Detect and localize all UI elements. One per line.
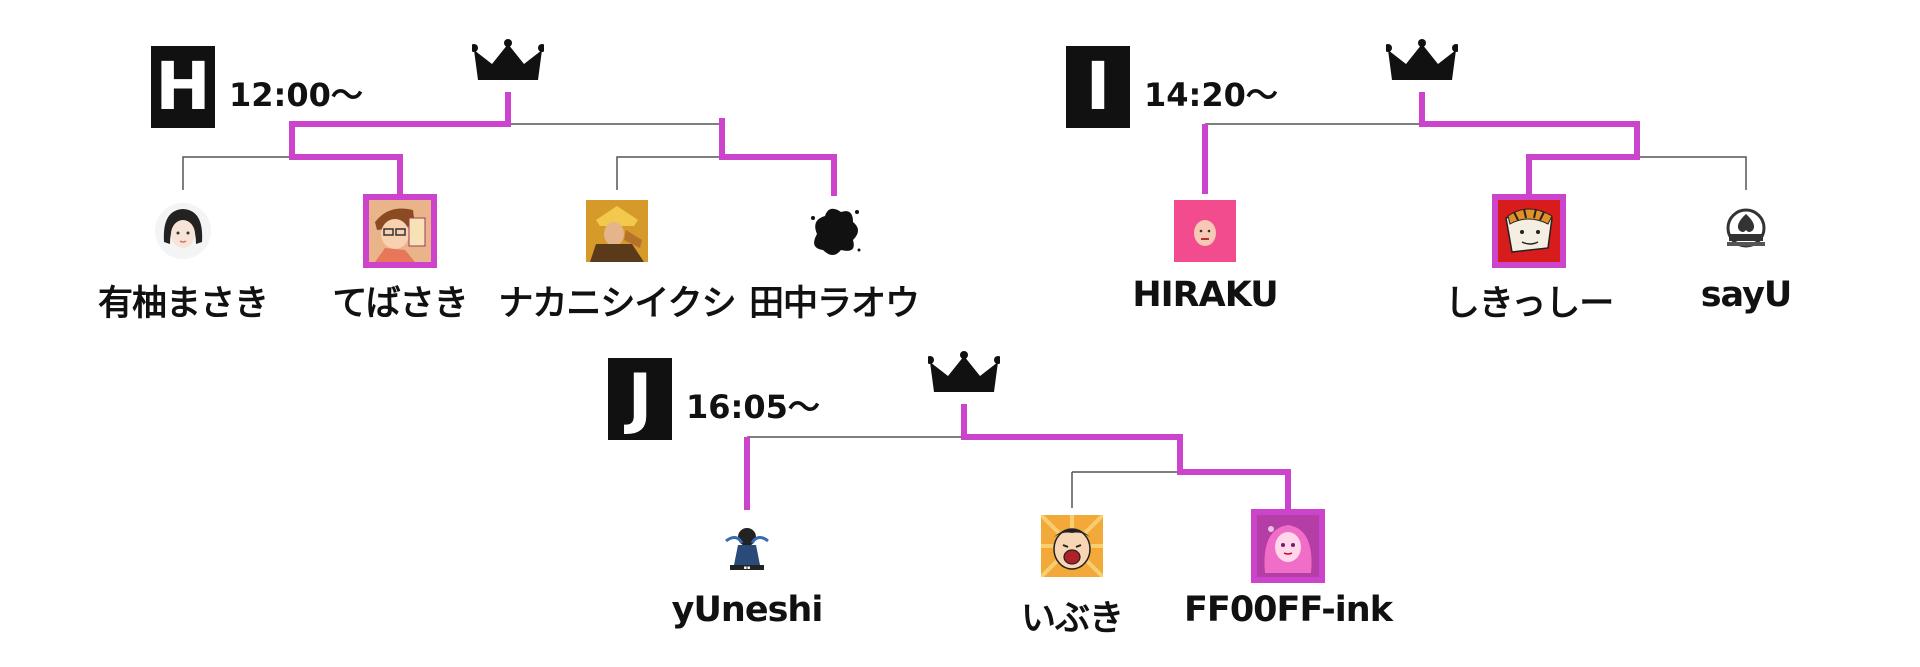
player-name: しきっしー bbox=[1444, 284, 1615, 324]
warrior-avatar-icon bbox=[586, 200, 648, 262]
spade-emblem-avatar-icon bbox=[1715, 200, 1777, 262]
player-avatar-winner[interactable] bbox=[1251, 509, 1325, 583]
start-time: 16:05〜 bbox=[686, 388, 820, 426]
shouting-boy-avatar-icon bbox=[1041, 515, 1103, 577]
player-name: ナカニシイクシ bbox=[498, 284, 736, 324]
player-name: てばさき bbox=[332, 284, 468, 324]
player-avatar[interactable] bbox=[586, 200, 648, 262]
player-avatar[interactable] bbox=[152, 200, 214, 262]
crown-icon bbox=[472, 39, 544, 80]
pink-face-avatar-icon bbox=[1174, 200, 1236, 262]
bracket-line bbox=[616, 156, 722, 190]
player-name: HIRAKU bbox=[1132, 275, 1278, 315]
player-avatar[interactable] bbox=[1041, 515, 1103, 577]
group-letter: I bbox=[1085, 48, 1111, 125]
girl-avatar-icon bbox=[155, 203, 211, 259]
bracket-line bbox=[182, 156, 292, 190]
player-avatar[interactable] bbox=[1174, 200, 1236, 262]
player-name: 田中ラオウ bbox=[748, 284, 920, 324]
ninja-avatar-icon: ▪▪ bbox=[716, 515, 778, 577]
crown-icon bbox=[1386, 39, 1458, 80]
player-name: 有柚まさき bbox=[97, 284, 269, 324]
crown-icon bbox=[928, 351, 1000, 392]
player-name: yUneshi bbox=[671, 590, 824, 630]
group-letter-box: I bbox=[1066, 46, 1130, 128]
player-avatar[interactable] bbox=[1715, 200, 1777, 262]
player-avatar-winner[interactable] bbox=[363, 194, 437, 268]
group-letter: H bbox=[155, 48, 211, 125]
group-letter: J bbox=[627, 360, 653, 437]
player-avatar-winner[interactable] bbox=[1492, 194, 1566, 268]
group-letter-box: H bbox=[151, 46, 215, 128]
start-time: 14:20〜 bbox=[1144, 76, 1278, 114]
winner-line bbox=[1419, 92, 1640, 196]
bracket-line bbox=[1637, 156, 1747, 190]
tiger-avatar-icon bbox=[1498, 200, 1560, 262]
group-letter-box: J bbox=[608, 358, 672, 440]
manga-character-avatar-icon bbox=[369, 200, 431, 262]
winner-line bbox=[961, 404, 1291, 512]
player-avatar[interactable] bbox=[803, 200, 865, 262]
player-name: いぶき bbox=[1020, 599, 1124, 639]
winner-line bbox=[719, 118, 837, 196]
player-name: FF00FF-ink bbox=[1184, 590, 1393, 630]
ink-splash-avatar-icon bbox=[803, 200, 865, 262]
svg-text:▪▪: ▪▪ bbox=[744, 565, 751, 571]
winner-line bbox=[289, 92, 511, 196]
player-avatar[interactable]: ▪▪ bbox=[716, 515, 778, 577]
start-time: 12:00〜 bbox=[229, 76, 363, 114]
player-name: sayU bbox=[1700, 275, 1793, 315]
pink-girl-avatar-icon bbox=[1257, 515, 1319, 577]
